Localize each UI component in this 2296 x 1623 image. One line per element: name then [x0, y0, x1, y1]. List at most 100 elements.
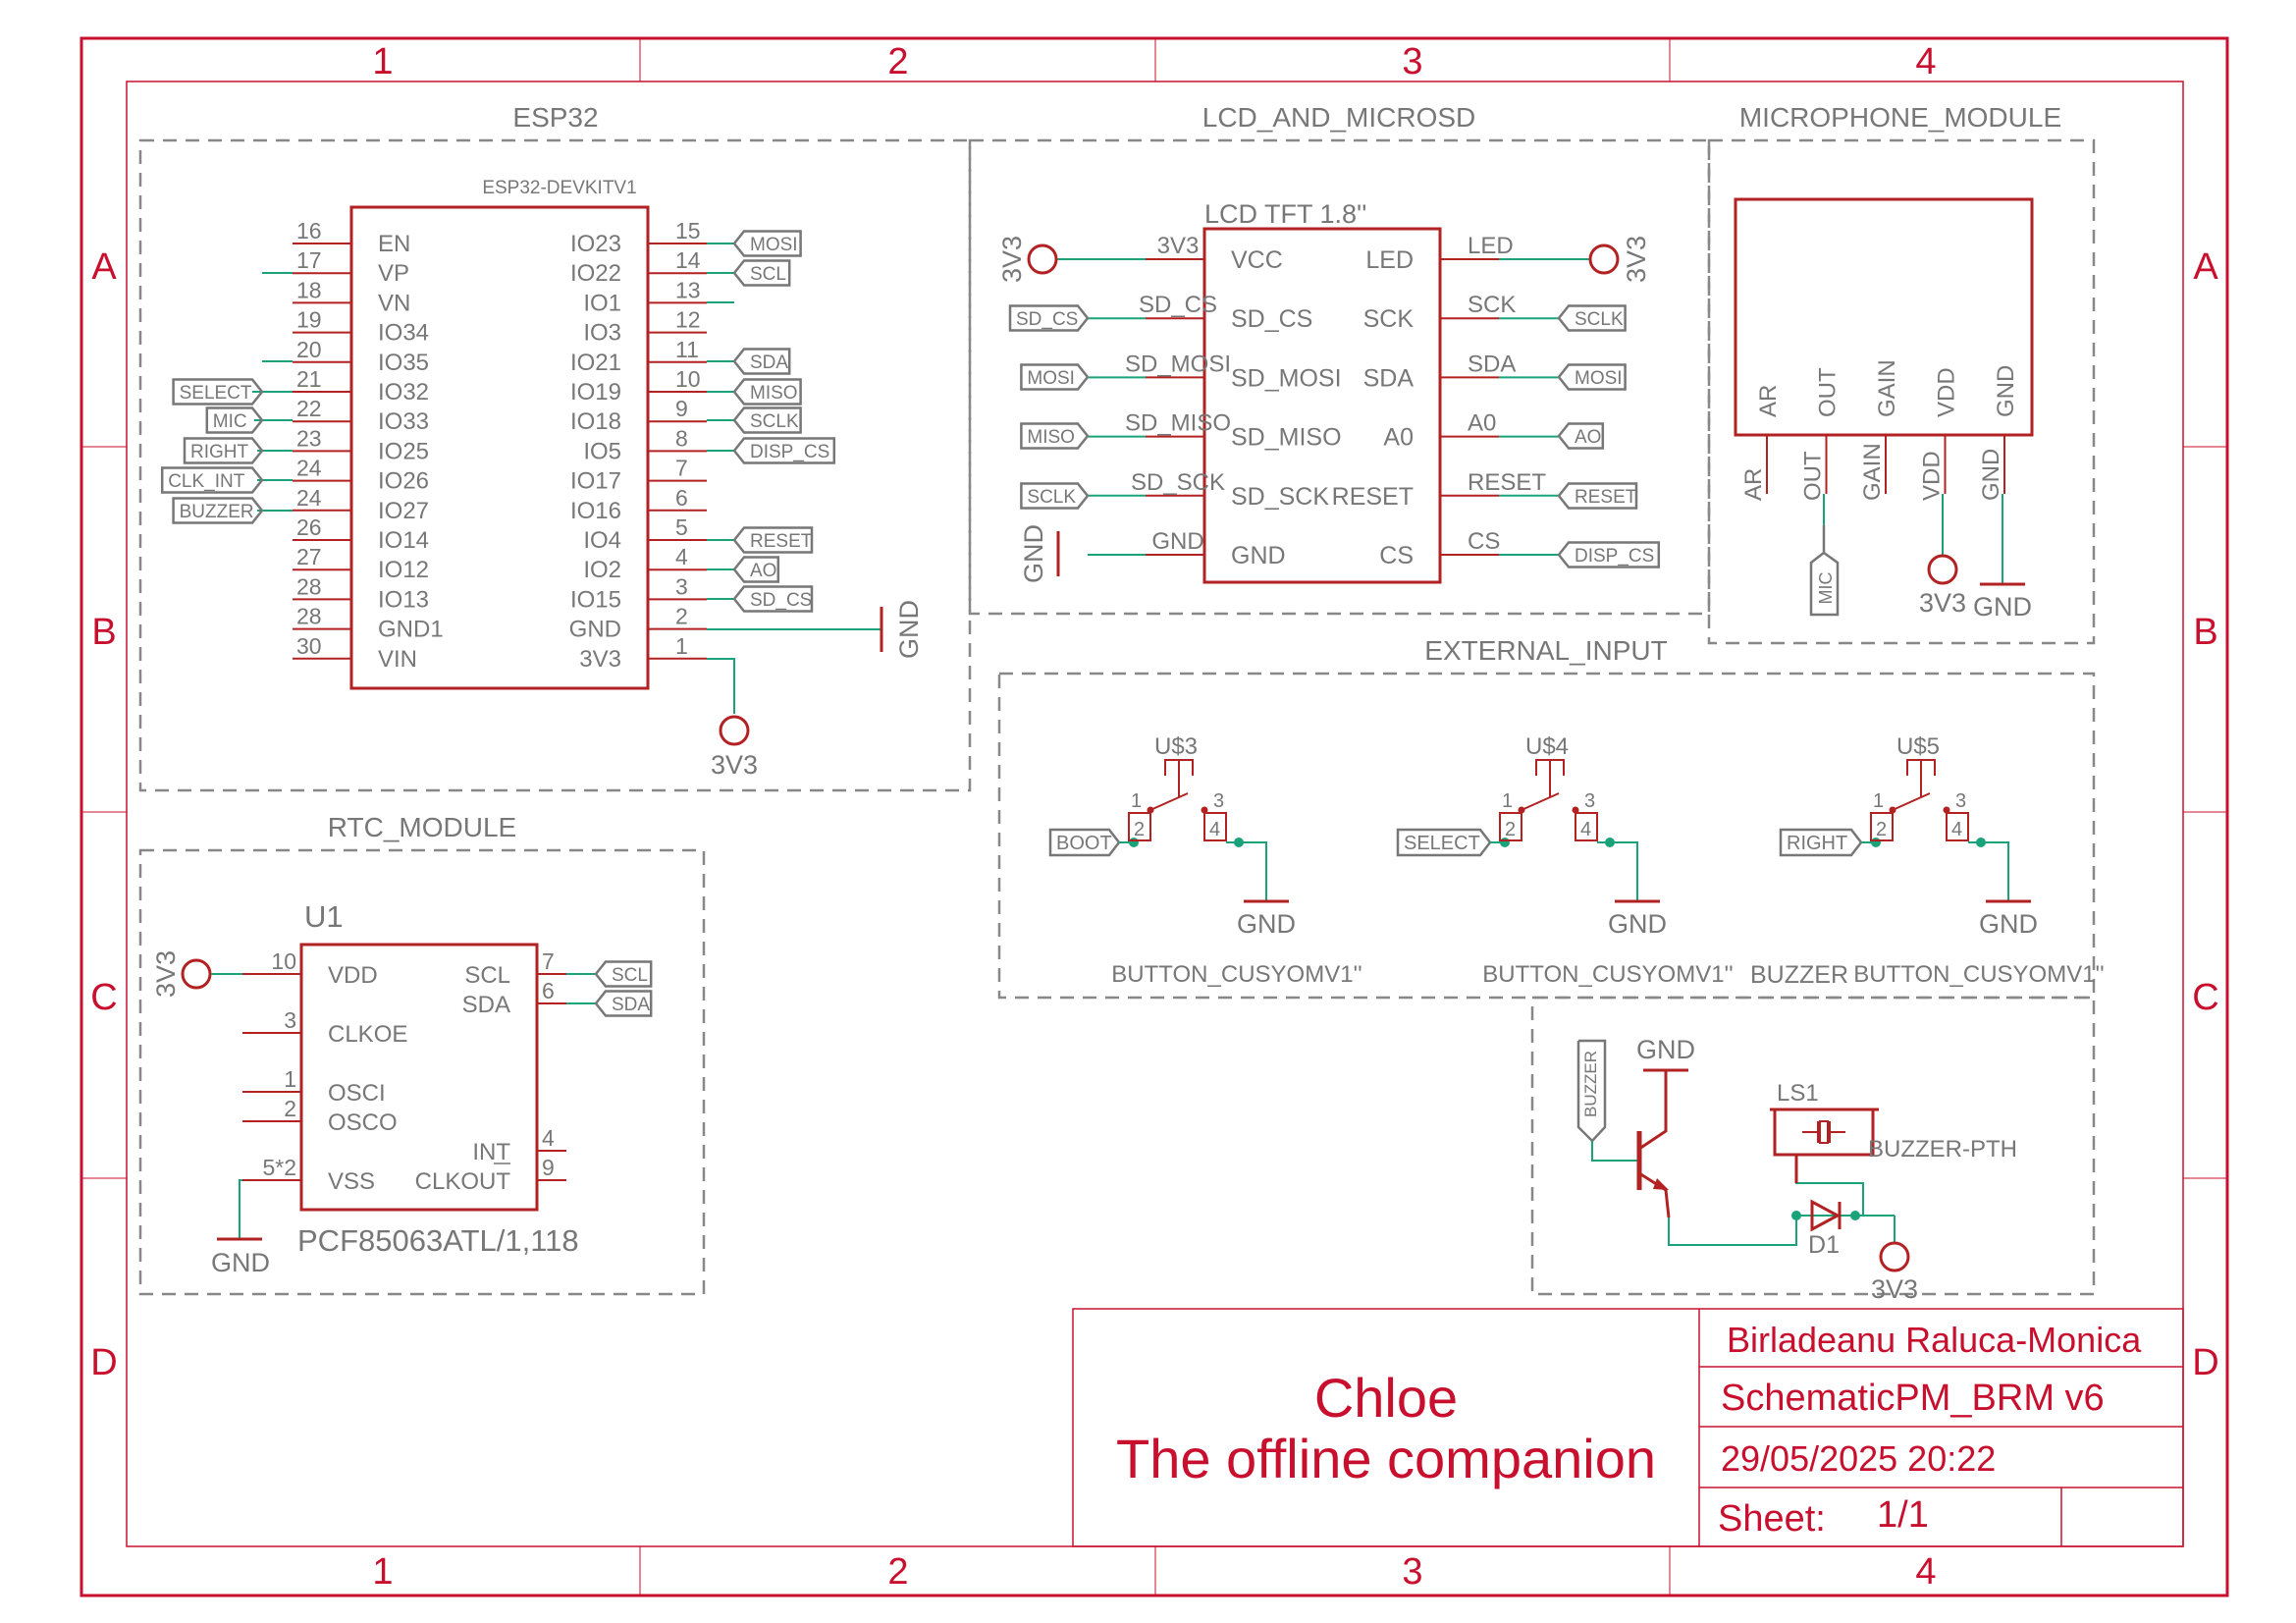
lcd-left-label-miso-shape: [1020, 422, 1090, 450]
rtc-left-pin-number: 5*2: [262, 1155, 296, 1180]
esp32-label-clk_int: CLK_INT: [168, 471, 245, 492]
button-ref: U$5: [1896, 733, 1940, 760]
lcd-3v3-right-symbol: [1588, 243, 1620, 275]
lcd-left-label-sd_cs: SD_CS: [1016, 309, 1078, 330]
lcd-right-net-name: LED: [1468, 233, 1514, 259]
buzzer-net-label: BUZZER: [1581, 1051, 1600, 1117]
rtc-left-pin-name: OSCO: [328, 1109, 398, 1136]
esp32-left-pin-name: IO13: [378, 586, 429, 613]
section-frames: [138, 138, 2096, 1296]
button-pad-4: [1946, 812, 1969, 841]
lcd-right-label-reset-shape: [1557, 482, 1638, 510]
lcd-right-label-ao-shape: [1557, 422, 1605, 450]
esp32-label-clk_int-shape: [160, 466, 264, 494]
esp32-right-pin-number: 14: [675, 247, 701, 273]
row-label-left-a: A: [91, 246, 117, 288]
esp32-label-mosi-shape: [732, 230, 802, 257]
esp32-right-pin-number: 11: [675, 337, 699, 362]
button-pivot-right: [1943, 806, 1950, 814]
button-ref: U$4: [1525, 733, 1569, 760]
lcd-3v3-right-label: 3V3: [1622, 236, 1651, 283]
esp32-left-pin-name: GND1: [378, 617, 444, 643]
lcd-left-pin-name: SD_SCK: [1231, 483, 1329, 511]
esp32-label-scl-shape: [732, 259, 791, 287]
mic-pin-net: GND: [1978, 449, 2004, 501]
esp32-label-select: SELECT: [180, 383, 252, 404]
rtc-right-pin-name: INT: [472, 1139, 510, 1165]
esp32-label-select-shape: [172, 378, 264, 406]
lcd-left-net-name: GND: [1151, 528, 1203, 555]
row-label-left-d: D: [90, 1342, 117, 1383]
button-pin-1: 1: [1131, 790, 1142, 812]
esp32-right-pin-name: IO21: [570, 350, 621, 376]
lcd-right-net-name: A0: [1468, 410, 1496, 437]
button-pad-2: [1128, 812, 1151, 841]
mic-pin-name: GND: [1993, 365, 2019, 417]
buzzer-gnd-label: GND: [1636, 1035, 1695, 1064]
esp32-3v3-symbol: [719, 715, 750, 746]
sheet-label: Sheet:: [1718, 1498, 1826, 1540]
esp32-left-pin-number: 28: [296, 604, 322, 629]
mic-pin-net: OUT: [1800, 451, 1827, 501]
esp32-3v3-label: 3V3: [711, 750, 758, 780]
mic-gnd-label: GND: [1973, 592, 2032, 622]
section-titles: ESP32 LCD_AND_MICROSD MICROPHONE_MODULE …: [328, 102, 2061, 842]
lcd-left-net-name: SD_MISO: [1125, 410, 1231, 437]
mic-pin-name: OUT: [1815, 367, 1842, 417]
esp32-right-pin-name: IO17: [570, 468, 621, 495]
esp32-left-pin-name: IO14: [378, 527, 429, 554]
button-value: BUTTON_CUSYOMV1'': [1482, 961, 1733, 988]
esp32-right-pin-number: 8: [675, 425, 688, 451]
lcd-right-net-name: RESET: [1468, 469, 1546, 496]
buzzer-diode-ref: D1: [1808, 1231, 1840, 1259]
lcd-3v3-left-symbol: [1027, 243, 1058, 275]
lcd-right-net-name: SCK: [1468, 292, 1516, 318]
row-label-right-a: A: [2193, 246, 2218, 288]
esp32-right-pin-number: 2: [675, 604, 688, 629]
lcd-3v3-left-label: 3V3: [997, 236, 1027, 283]
col-label-bottom-3: 3: [1402, 1551, 1422, 1593]
esp32-right-pin-number: 7: [675, 456, 688, 481]
esp32-right-pin-name: IO3: [583, 320, 621, 347]
esp32-left-pin-number: 21: [296, 366, 322, 392]
lcd-pins: VCC3V3SD_CSSD_CSSD_MOSISD_MOSISD_MISOSD_…: [1057, 233, 1589, 569]
lcd-part-value: LCD TFT 1.8'': [1204, 199, 1366, 229]
esp32-left-pin-number: 20: [296, 337, 322, 362]
esp32-label-right-shape: [183, 437, 264, 464]
esp32-right-pin-number: 10: [675, 366, 701, 392]
esp32-left-pin-name: IO26: [378, 468, 429, 495]
rtc-left-pin-name: VSS: [328, 1168, 375, 1195]
author-name: Birladeanu Raluca-Monica: [1727, 1320, 2142, 1360]
mic-pin-name: GAIN: [1874, 359, 1900, 417]
button-net-label-boot: BOOT: [1056, 833, 1112, 854]
lcd-right-label-ao: AO: [1575, 427, 1601, 448]
mic-body: [1734, 197, 2034, 437]
esp32-label-sda: SDA: [750, 352, 788, 373]
esp32-right-pin-name: IO18: [570, 408, 621, 435]
row-label-right-c: C: [2192, 977, 2218, 1018]
button-pin-2: 2: [1505, 819, 1516, 840]
esp32-gnd-symbol-label: GND: [894, 600, 924, 659]
esp32-left-pin-number: 28: [296, 573, 322, 599]
esp32-left-pin-number: 19: [296, 307, 322, 333]
esp32-left-pin-name: IO34: [378, 320, 429, 347]
rtc-label-sda: SDA: [612, 995, 650, 1015]
lcd-right-label-mosi: MOSI: [1575, 368, 1623, 389]
esp32-net-labels: SELECTMICRIGHTCLK_INTBUZZERMOSISCLSDAMIS…: [160, 230, 836, 613]
lcd-left-pin-name: VCC: [1231, 246, 1283, 274]
esp32-left-pin-name: VP: [378, 260, 409, 287]
esp32-label-sd_cs-shape: [732, 585, 814, 613]
title-block: Chloe The offline companion Birladeanu R…: [1072, 1308, 2184, 1547]
button-actuator: [1521, 792, 1560, 813]
button-pin-3: 3: [1955, 790, 1966, 812]
lcd-right-label-sclk: SCLK: [1575, 309, 1624, 330]
title-line-2: The offline companion: [1116, 1428, 1656, 1489]
rtc-body: [299, 943, 539, 1212]
button-pin-3: 3: [1584, 790, 1595, 812]
button-gnd-label: GND: [1608, 909, 1667, 939]
rtc-right-pin-number: 7: [542, 948, 555, 974]
button-pin-1: 1: [1502, 790, 1513, 812]
